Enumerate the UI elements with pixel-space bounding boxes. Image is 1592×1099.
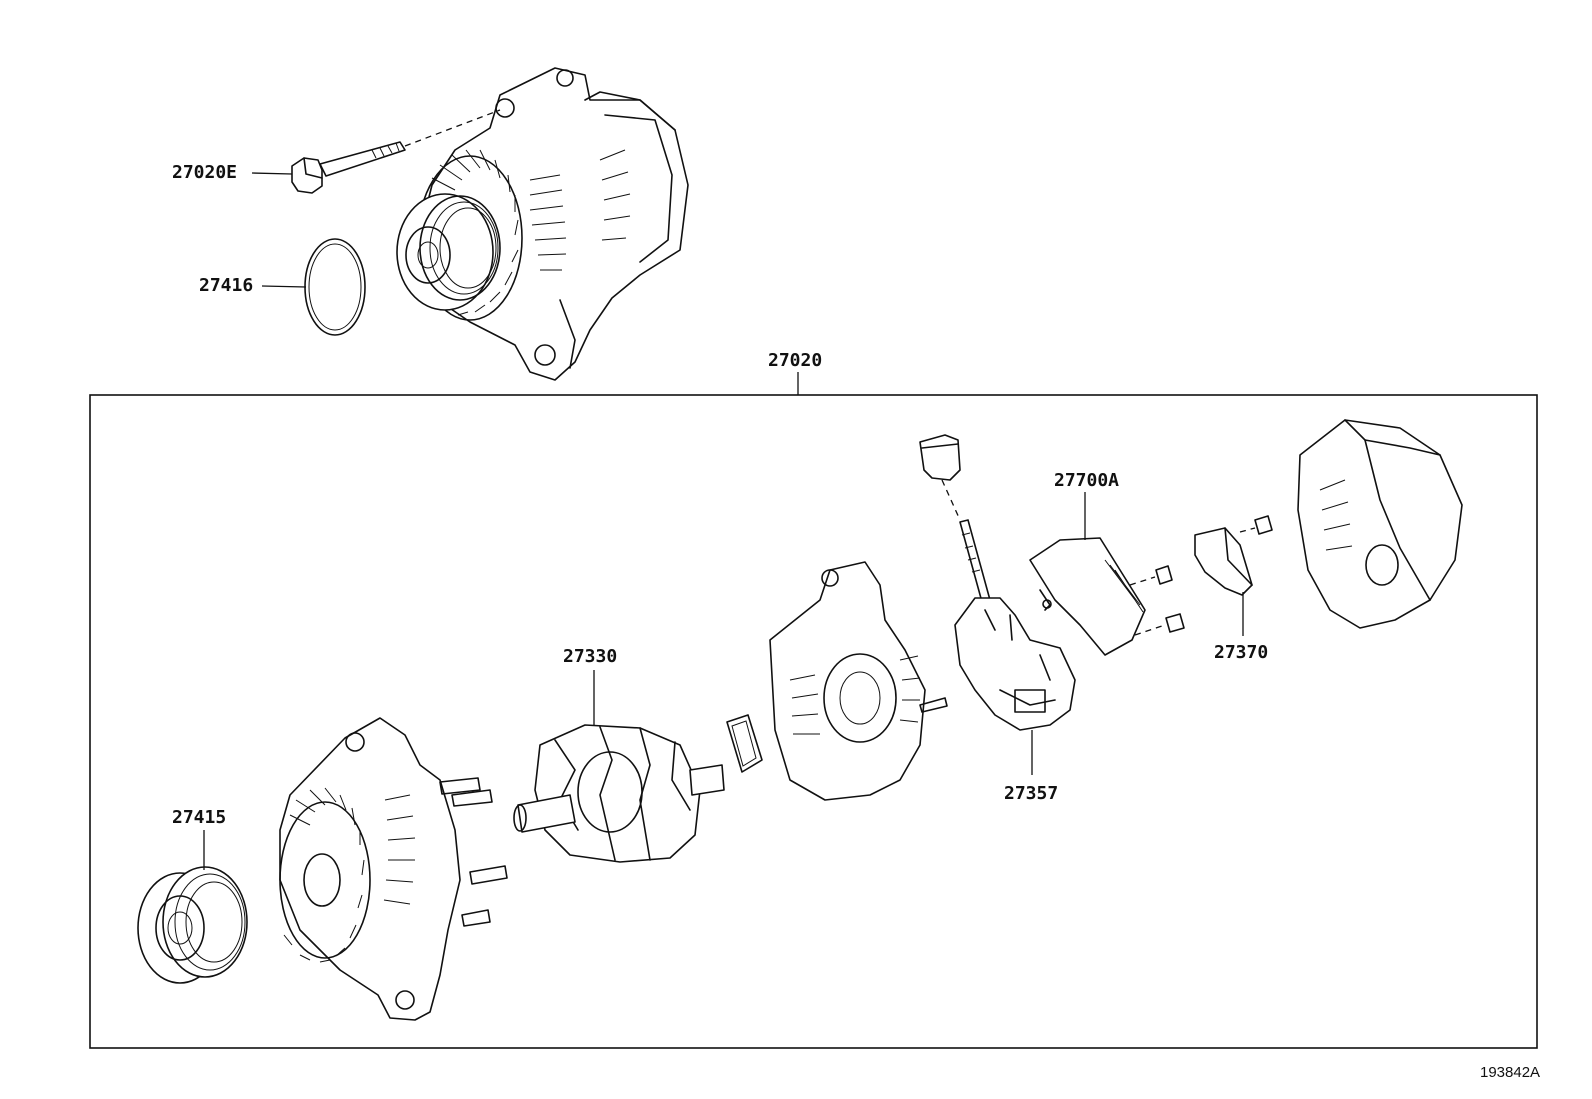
label-27700a: 27700A [1054,470,1119,491]
gasket-ring [304,238,366,336]
label-27415: 27415 [172,807,226,828]
pulley-part [137,866,248,984]
label-27330: 27330 [563,646,617,667]
alternator-assembly-drawing [396,67,689,381]
terminal-cover [1194,515,1273,596]
rotor [513,724,725,863]
label-27357: 27357 [1004,783,1058,804]
pulley-assembled [396,193,501,311]
rear-end-cover [1297,419,1463,629]
label-27020e: 27020E [172,162,237,183]
seal-ring [726,714,763,773]
front-housing [279,717,508,1021]
label-27020: 27020 [768,350,822,371]
regulator [1029,537,1185,656]
terminal-insulator [919,434,991,603]
brush-holder [954,597,1076,731]
label-27370: 27370 [1214,642,1268,663]
label-27416: 27416 [199,275,253,296]
rear-frame [769,561,948,801]
assembly-frame [89,394,1538,1049]
reference-code: 193842A [1480,1064,1540,1081]
through-bolt [291,109,501,194]
